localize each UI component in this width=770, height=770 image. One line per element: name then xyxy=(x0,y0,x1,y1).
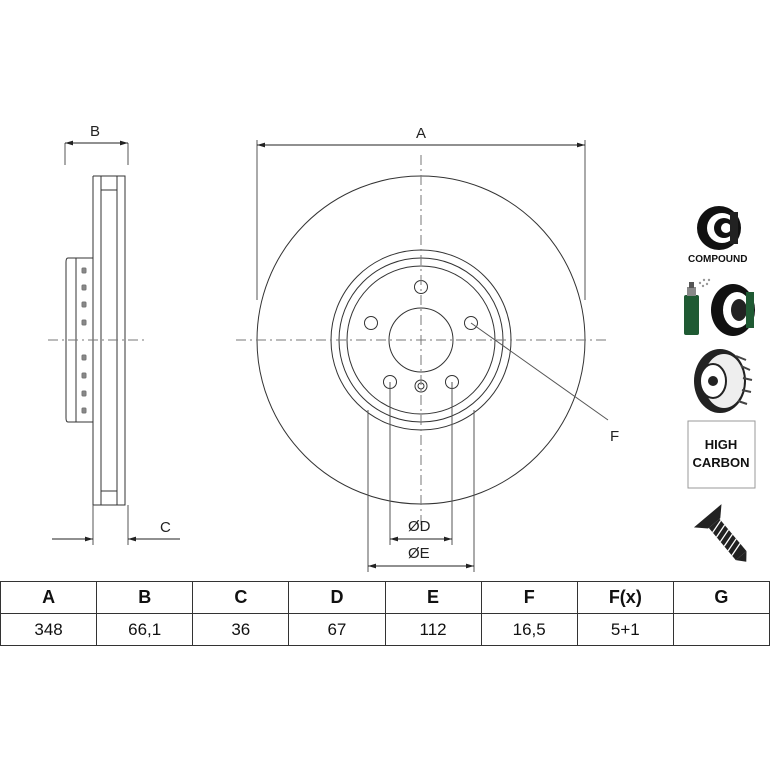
header-e: E xyxy=(384,581,482,614)
compound-label: COMPOUND xyxy=(688,254,747,265)
header-b: B xyxy=(96,581,194,614)
disc-side-view xyxy=(48,140,180,545)
value-fx: 5+1 xyxy=(576,613,674,646)
high-carbon-line2: CARBON xyxy=(692,455,749,470)
spec-table-header-row: A B C D E F F(x) G xyxy=(0,581,770,614)
brake-disc-drawing: B C A F ØD xyxy=(48,123,756,572)
countersunk-screw-icon xyxy=(693,504,747,562)
value-g xyxy=(672,613,770,646)
value-e: 112 xyxy=(384,613,482,646)
disc-compound-icon: COMPOUND xyxy=(688,206,747,265)
value-d: 67 xyxy=(288,613,386,646)
dimension-label-b: B xyxy=(90,123,100,140)
high-carbon-line1: HIGH xyxy=(705,437,738,452)
value-f: 16,5 xyxy=(480,613,578,646)
dimension-label-d: ØD xyxy=(408,518,431,535)
header-f: F xyxy=(480,581,578,614)
dimension-label-e: ØE xyxy=(408,545,430,562)
spec-table-value-row: 348 66,1 36 67 112 16,5 5+1 xyxy=(0,613,770,646)
header-fx: F(x) xyxy=(576,581,674,614)
dimension-label-a: A xyxy=(416,125,426,142)
header-g: G xyxy=(672,581,770,614)
high-carbon-badge: HIGH CARBON xyxy=(687,420,756,489)
center-bore xyxy=(388,307,454,373)
coated-disc-spray-icon xyxy=(684,278,755,336)
vented-disc-icon xyxy=(694,349,753,413)
value-a: 348 xyxy=(0,613,98,646)
dimension-label-f: F xyxy=(610,428,619,445)
value-b: 66,1 xyxy=(96,613,194,646)
dimension-label-c: C xyxy=(160,519,171,536)
header-c: C xyxy=(192,581,290,614)
spec-table: A B C D E F F(x) G 348 66,1 36 67 112 16… xyxy=(0,581,770,646)
header-d: D xyxy=(288,581,386,614)
value-c: 36 xyxy=(192,613,290,646)
disc-front-view xyxy=(236,140,609,572)
header-a: A xyxy=(0,581,98,614)
